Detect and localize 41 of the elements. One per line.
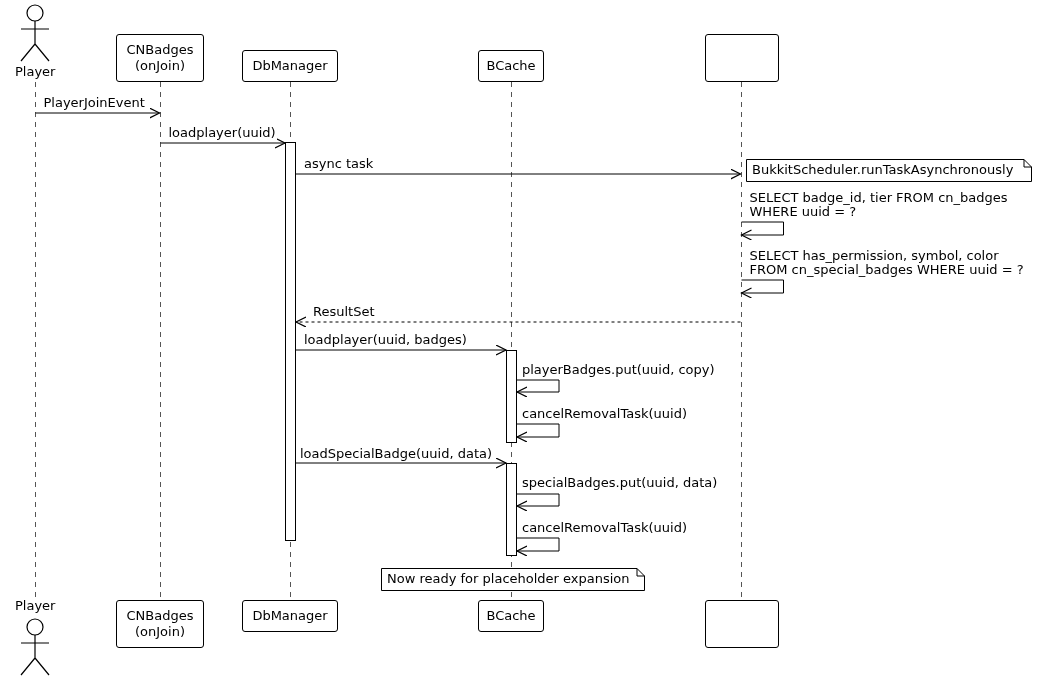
message-label: PlayerJoinEvent [42,96,146,110]
participant-box: CNBadges (onJoin) [116,34,204,82]
lifeline [510,82,512,600]
message-arrow [516,379,560,398]
note: BukkitScheduler.runTaskAsynchronously [746,159,1032,182]
message-arrow [516,423,560,443]
participant-box: DbManager [242,600,338,632]
lifeline [740,82,742,600]
note: Now ready for placeholder expansion [381,568,645,591]
participant-box: CNBadges (onJoin) [116,600,204,648]
message-label: async task [303,157,375,171]
activation-bar [506,350,517,443]
message-label: ResultSet [312,305,376,319]
lifeline [159,82,161,600]
message-arrow [295,457,507,469]
message-label: loadSpecialBadge(uuid, data) [299,447,494,461]
message-arrow [740,221,784,241]
activation-bar [506,463,517,556]
message-arrow [740,279,784,299]
message-arrow [295,168,742,180]
participant-box: BCache [478,50,544,82]
message-arrow [295,316,741,328]
message-arrow [516,537,560,557]
message-arrow [160,137,286,149]
lifeline [34,82,36,598]
activation-bar [285,142,296,541]
participant-name: Player [15,598,55,614]
message-label: loadplayer(uuid, badges) [303,333,468,347]
participant-box [705,600,779,648]
message-arrow [35,107,161,119]
participant-box [705,34,779,82]
participant-name: Player [15,64,55,80]
message-label: cancelRemovalTask(uuid) [521,407,688,421]
participant-box: DbManager [242,50,338,82]
message-arrow [295,344,507,356]
message-label: cancelRemovalTask(uuid) [521,521,688,535]
message-label: loadplayer(uuid) [167,126,277,140]
message-arrow [516,493,560,512]
message-label: playerBadges.put(uuid, copy) [521,363,716,377]
participant-box: BCache [478,600,544,632]
message-label: specialBadges.put(uuid, data) [521,476,719,490]
